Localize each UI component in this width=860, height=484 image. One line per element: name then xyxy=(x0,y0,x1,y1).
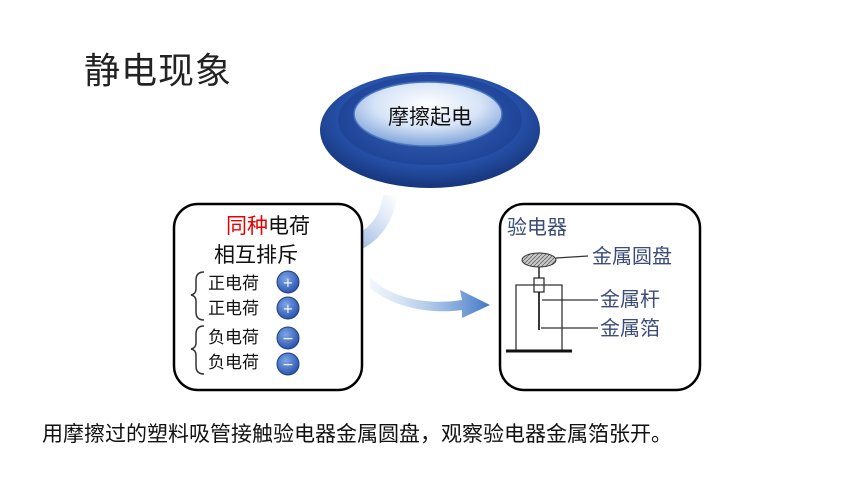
metal-disk xyxy=(521,252,557,268)
positive-charge-label-2: 正电荷 xyxy=(208,299,259,319)
disk-label: 金属圆盘 xyxy=(592,244,672,268)
center-node-label: 摩擦起电 xyxy=(388,105,472,129)
positive-sign-2: + xyxy=(283,302,294,317)
electroscope-jar xyxy=(515,284,563,350)
slide-title: 静电现象 xyxy=(84,51,233,92)
negative-charge-ball-1 xyxy=(276,326,300,350)
like-charges-box: 同种电荷 相互排斥 正电荷 正电荷 + + 负电荷 负电荷 − − xyxy=(172,202,364,392)
positive-sign-1: + xyxy=(283,276,294,291)
electroscope-title: 验电器 xyxy=(507,215,567,239)
positive-brace xyxy=(190,271,205,321)
rod-label: 金属杆 xyxy=(600,287,660,311)
repulsion-heading: 同种电荷 xyxy=(226,214,310,238)
experiment-caption: 用摩擦过的塑料吸管接触验电器金属圆盘，观察验电器金属箔张开。 xyxy=(42,422,672,446)
positive-charge-label-1: 正电荷 xyxy=(208,274,259,294)
negative-charge-ball-2 xyxy=(276,352,300,376)
negative-charge-label-2: 负电荷 xyxy=(208,353,259,373)
foil-label: 金属箔 xyxy=(600,316,660,340)
friction-electrification-node: 摩擦起电 xyxy=(320,72,540,188)
arrow-to-right-box xyxy=(370,278,490,318)
negative-sign-1: − xyxy=(282,331,294,347)
positive-charge-ball-1 xyxy=(276,270,300,294)
repulsion-subheading: 相互排斥 xyxy=(214,243,298,267)
positive-charge-ball-2 xyxy=(276,296,300,320)
electroscope-box: 验电器 金属圆盘 金属杆 金属箔 xyxy=(498,202,702,392)
disk-pointer xyxy=(555,255,589,259)
negative-sign-2: − xyxy=(282,357,294,373)
negative-charge-label-1: 负电荷 xyxy=(208,328,259,348)
negative-brace xyxy=(190,325,205,375)
